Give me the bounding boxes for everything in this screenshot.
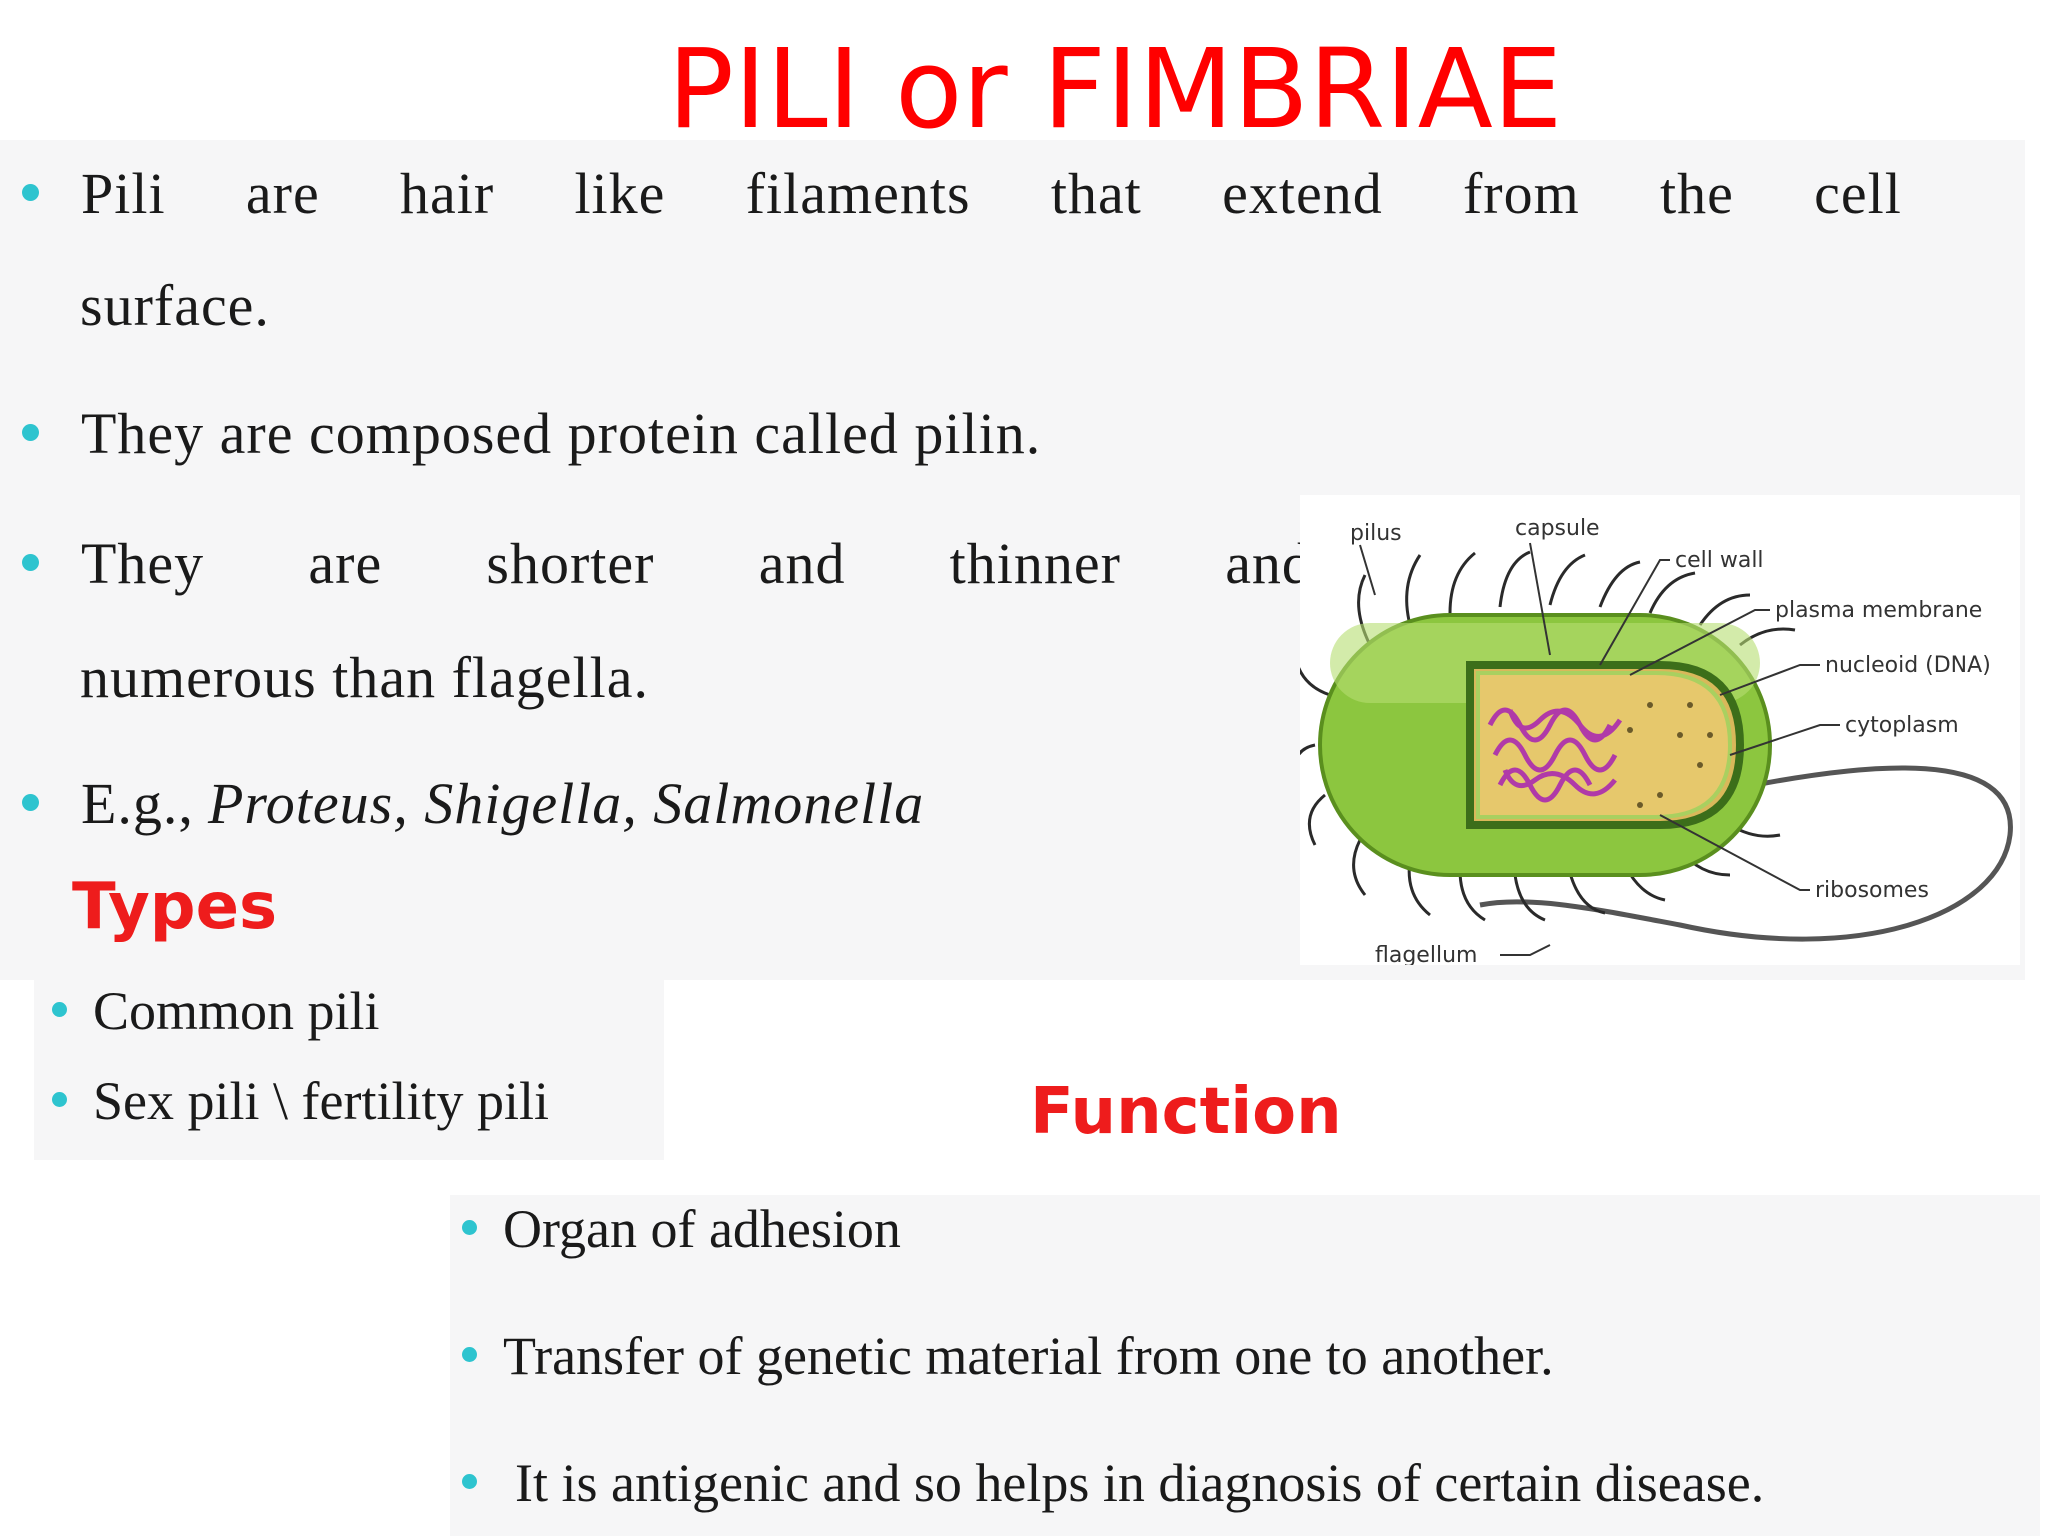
label-cytoplasm: cytoplasm	[1845, 713, 1959, 738]
word: extend	[1222, 161, 1383, 226]
bullet-dot	[22, 794, 39, 811]
label-flagellum: flagellum	[1375, 943, 1477, 965]
types-panel	[34, 980, 664, 1160]
word: Pili	[81, 161, 166, 226]
bacterium-illustration: pilus capsule cell wall plasma membrane …	[1292, 495, 2020, 968]
function-item-label: Organ of adhesion	[503, 1199, 901, 1259]
bullet-pilin: They are composed protein called pilin.	[22, 400, 1041, 467]
function-item-label: It is antigenic and so helps in diagnosi…	[515, 1453, 1765, 1513]
bullet-dot	[52, 1002, 67, 1017]
function-item-adhesion: Organ of adhesion	[462, 1198, 901, 1260]
word: the	[1660, 161, 1734, 226]
types-item-common: Common pili	[52, 980, 380, 1042]
label-nucleoid: nucleoid (DNA)	[1825, 653, 1991, 678]
word: are	[308, 531, 383, 596]
bullet-dot	[22, 554, 39, 571]
word: that	[1050, 161, 1142, 226]
word: shorter	[486, 531, 655, 596]
word: are	[245, 161, 320, 226]
function-panel	[450, 1195, 2040, 1536]
label-ribosomes: ribosomes	[1815, 878, 1929, 903]
types-item-sex: Sex pili \ fertility pili	[52, 1070, 549, 1132]
word: thinner	[949, 531, 1121, 596]
word: hair	[399, 161, 495, 226]
bullet-dot	[52, 1092, 67, 1107]
label-capsule: capsule	[1515, 516, 1600, 541]
function-item-antigenic: It is antigenic and so helps in diagnosi…	[462, 1452, 1764, 1514]
word: from	[1462, 161, 1580, 226]
bullet-dot	[22, 424, 39, 441]
bullet-examples: E.g., Proteus, Shigella, Salmonella	[22, 770, 924, 837]
bullet-pili-definition: Pili are hair like filaments that extend from th…	[22, 160, 1902, 227]
bullet-text-line2: surface.	[80, 273, 270, 338]
word: and	[1225, 531, 1312, 596]
word: They	[81, 531, 205, 596]
types-item-label: Common pili	[93, 981, 380, 1041]
bullet-text-line1: They are shorter and thinner and	[81, 530, 1312, 597]
types-heading: Types	[72, 870, 278, 944]
function-item-label: Transfer of genetic material from one to…	[503, 1326, 1554, 1386]
word: filaments	[745, 161, 971, 226]
function-heading: Function	[1030, 1075, 1342, 1149]
bullet-dot	[462, 1347, 477, 1362]
slide-title: PILI or FIMBRIAE	[667, 25, 1563, 153]
label-plasma-membrane: plasma membrane	[1775, 598, 1982, 623]
word: like	[574, 161, 666, 226]
bullet-dot	[462, 1220, 477, 1235]
types-item-label: Sex pili \ fertility pili	[93, 1071, 549, 1131]
bullet-dot	[22, 184, 39, 201]
word: and	[758, 531, 846, 596]
bullet-shorter-thinner: They are shorter and thinner and	[22, 530, 1312, 597]
bacterium-diagram: pilus capsule cell wall plasma membrane …	[1292, 495, 2020, 968]
label-pilus: pilus	[1350, 521, 1402, 546]
function-item-transfer: Transfer of genetic material from one to…	[462, 1325, 1554, 1387]
label-cell-wall: cell wall	[1675, 548, 1764, 573]
nucleoid-dna	[1487, 707, 1623, 803]
word: cell	[1814, 161, 1902, 226]
examples-organisms: Proteus, Shigella, Salmonella	[207, 771, 925, 836]
bullet-text-line1: Pili are hair like filaments that extend from th…	[81, 160, 1902, 227]
bullet-dot	[462, 1474, 477, 1489]
bullet-pilin-text: They are composed protein called pilin.	[81, 401, 1042, 466]
bullet-text-line2: numerous than flagella.	[80, 645, 649, 710]
ribosomes-dots	[1627, 702, 1713, 808]
examples-prefix: E.g.,	[81, 771, 194, 836]
